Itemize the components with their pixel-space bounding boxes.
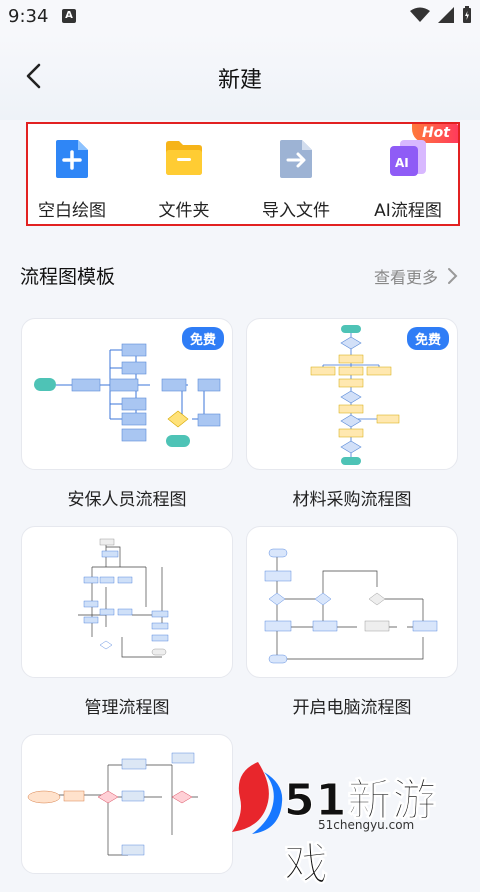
folder-icon — [162, 136, 206, 180]
quick-actions-panel: Hot 空白绘图 文件夹 导入文件 AI AI流程图 — [26, 122, 460, 226]
page-title: 新建 — [217, 68, 262, 93]
template-label-management: 管理流程图 — [84, 698, 170, 718]
back-arrow-icon[interactable] — [20, 62, 48, 90]
template-card-computer-startup[interactable] — [246, 526, 458, 678]
wifi-icon — [410, 7, 430, 22]
template-label-procurement: 材料采购流程图 — [292, 490, 412, 510]
view-more-link[interactable]: 查看更多 — [374, 264, 458, 288]
watermark: 51新游戏 51chengyu.com — [222, 752, 480, 891]
view-more-label: 查看更多 — [373, 268, 438, 287]
template-card-workflow[interactable] — [21, 734, 233, 874]
procurement-flowchart-thumbnail — [310, 325, 400, 465]
watermark-logo-icon — [232, 762, 283, 834]
folder-label: 文件夹 — [158, 201, 210, 221]
template-label-computer-startup: 开启电脑流程图 — [292, 698, 412, 718]
blank-drawing-label: 空白绘图 — [38, 201, 106, 221]
import-file-icon — [274, 136, 318, 180]
status-right — [410, 6, 472, 24]
signal-icon — [438, 7, 454, 23]
template-card-management[interactable] — [21, 526, 233, 678]
blank-drawing-icon — [50, 136, 94, 180]
top-bar: 新建 — [0, 34, 480, 120]
security-flowchart-thumbnail — [34, 343, 221, 447]
svg-text:AI: AI — [395, 156, 409, 170]
status-bar: 9:34 A — [0, 0, 480, 34]
template-card-security[interactable]: 免费 — [21, 318, 233, 470]
ai-flowchart-icon: AI — [386, 136, 430, 180]
notification-a-icon: A — [62, 9, 76, 23]
workflow-flowchart-thumbnail — [27, 752, 198, 856]
template-card-procurement[interactable]: 免费 — [246, 318, 458, 470]
watermark-site: 51chengyu.com — [318, 818, 415, 832]
hot-badge: Hot — [411, 124, 458, 143]
template-label-security: 安保人员流程图 — [67, 490, 187, 510]
battery-icon — [463, 6, 471, 23]
chevron-right-icon — [448, 268, 458, 284]
ai-flowchart-button[interactable]: AI AI流程图 — [354, 136, 462, 221]
folder-button[interactable]: 文件夹 — [130, 136, 238, 221]
import-file-button[interactable]: 导入文件 — [242, 136, 350, 221]
import-file-label: 导入文件 — [262, 201, 330, 221]
free-badge: 免费 — [181, 327, 224, 350]
computer-startup-flowchart-thumbnail — [264, 548, 438, 664]
free-badge: 免费 — [406, 327, 449, 350]
management-flowchart-thumbnail — [78, 538, 169, 658]
blank-drawing-button[interactable]: 空白绘图 — [18, 136, 126, 221]
ai-flowchart-label: AI流程图 — [374, 201, 442, 221]
templates-section-title: 流程图模板 — [20, 266, 116, 288]
status-time: 9:34 — [8, 6, 49, 27]
